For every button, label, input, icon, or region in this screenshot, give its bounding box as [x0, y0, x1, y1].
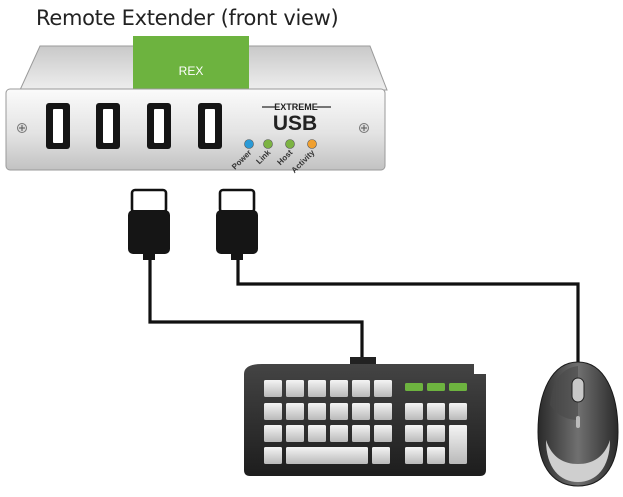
keyboard-key	[427, 403, 445, 420]
keyboard-key	[264, 447, 282, 464]
led-power	[244, 139, 254, 149]
keyboard-key	[330, 425, 348, 442]
keyboard-key	[449, 425, 467, 464]
keyboard-key	[264, 380, 282, 397]
keyboard-key	[286, 425, 304, 442]
remote-extender-device: REX	[5, 36, 388, 175]
extremeusb-logo: EXTREME USB	[262, 102, 331, 135]
usb-port-3[interactable]	[147, 103, 171, 149]
diagram-title: Remote Extender (front view)	[36, 6, 339, 30]
led-host	[285, 139, 295, 149]
keyboard-key	[308, 425, 326, 442]
brand-line2: USB	[273, 112, 317, 135]
keyboard-key	[405, 425, 423, 442]
led-activity	[307, 139, 317, 149]
keyboard-key	[374, 403, 392, 420]
keyboard-key	[427, 447, 445, 464]
keyboard-key	[286, 447, 368, 464]
keyboard-key	[264, 403, 282, 420]
keyboard-key	[330, 403, 348, 420]
usb-port-2[interactable]	[96, 103, 120, 149]
keyboard-key	[405, 447, 423, 464]
keyboard-key	[308, 380, 326, 397]
rex-tab-label: REX	[179, 64, 204, 78]
keyboard-cable	[148, 258, 364, 362]
screw-icon	[359, 123, 369, 133]
keyboard-indicator-light	[405, 383, 423, 391]
keyboard-key	[374, 425, 392, 442]
keyboard-indicator-light	[449, 383, 467, 391]
keyboard-key	[352, 425, 370, 442]
keyboard-key	[449, 403, 467, 420]
mouse-cable	[236, 258, 580, 362]
keyboard-key	[427, 425, 445, 442]
keyboard-key	[372, 447, 390, 464]
brand-line1: EXTREME	[274, 102, 318, 112]
screw-icon	[17, 123, 27, 133]
keyboard-indicator-light	[427, 383, 445, 391]
led-link	[263, 139, 273, 149]
keyboard-key	[286, 380, 304, 397]
rex-tab	[133, 36, 249, 89]
keyboard-key	[352, 380, 370, 397]
usb-plug-icon	[216, 188, 258, 260]
keyboard-key	[264, 425, 282, 442]
keyboard-key	[352, 403, 370, 420]
scroll-wheel[interactable]	[571, 377, 585, 403]
usb-port-4[interactable]	[198, 103, 222, 149]
keyboard-key	[286, 403, 304, 420]
keyboard-icon[interactable]	[244, 357, 486, 476]
usb-plug-icon	[128, 188, 170, 260]
mouse-icon[interactable]	[537, 361, 619, 487]
keyboard-key	[405, 403, 423, 420]
keyboard-key	[374, 380, 392, 397]
keyboard-key	[308, 403, 326, 420]
keyboard-key	[330, 380, 348, 397]
usb-port-1[interactable]	[46, 103, 70, 149]
